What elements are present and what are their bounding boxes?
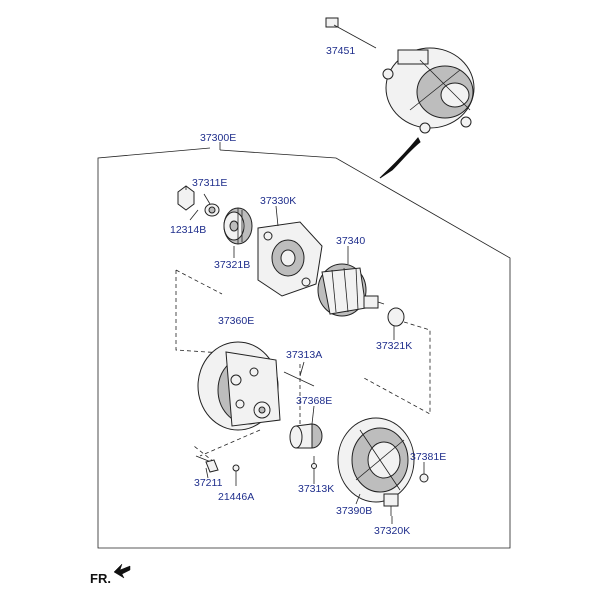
bracket-image xyxy=(195,455,219,473)
alternator-assembly-image xyxy=(382,47,475,134)
bushing-image xyxy=(289,423,323,449)
rotor-image xyxy=(317,263,385,317)
nut-37381E-image xyxy=(419,473,429,483)
label-37321B: 37321B xyxy=(214,259,250,271)
through-bolt-image xyxy=(283,371,315,387)
label-37313A: 37313A xyxy=(286,349,322,361)
label-37368E: 37368E xyxy=(296,395,332,407)
label-37390B: 37390B xyxy=(336,505,372,517)
bearing-ring-image xyxy=(387,307,405,327)
label-37360E: 37360E xyxy=(218,315,254,327)
label-37311E: 37311E xyxy=(192,177,227,189)
rear-cover-image xyxy=(337,417,415,503)
label-37330K: 37330K xyxy=(260,195,296,207)
terminal-image xyxy=(383,493,399,516)
label-37321K: 37321K xyxy=(376,340,412,352)
label-37381E: 37381E xyxy=(410,451,446,463)
label-37211: 37211 xyxy=(194,477,223,489)
label-37320K: 37320K xyxy=(374,525,410,537)
direction-label: FR. xyxy=(90,571,111,586)
bolt-37451-image xyxy=(325,17,377,49)
label-37340: 37340 xyxy=(336,235,365,247)
front-housing-image xyxy=(257,221,323,297)
assembly-arrow-icon xyxy=(379,137,421,179)
assembly-boundary xyxy=(97,142,511,549)
label-37300E: 37300E xyxy=(200,132,236,144)
bolt-21446A-image xyxy=(232,464,240,480)
label-37313K: 37313K xyxy=(298,483,334,495)
screw-37313K-image xyxy=(311,456,317,469)
rear-housing-image xyxy=(197,341,281,431)
label-12314B: 12314B xyxy=(170,224,206,236)
label-37451: 37451 xyxy=(326,45,355,57)
leader-lines xyxy=(185,186,425,524)
pulley-nut-image xyxy=(177,185,220,217)
pulley-image xyxy=(223,207,253,245)
front-arrow-icon xyxy=(113,563,131,579)
label-21446A: 21446A xyxy=(218,491,254,503)
